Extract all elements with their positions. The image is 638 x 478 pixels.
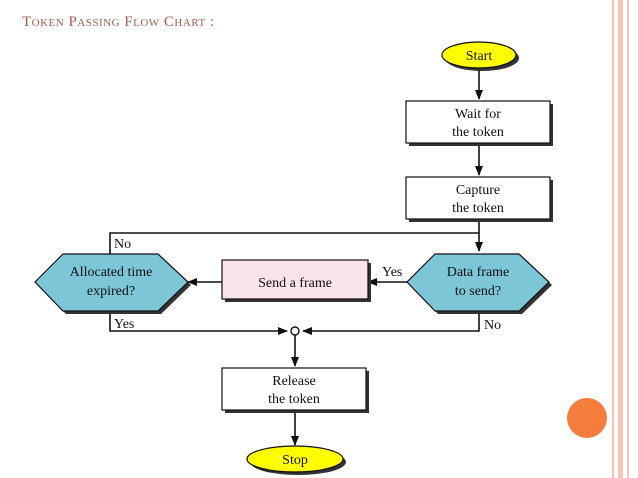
edge-label-alloc-no: No xyxy=(114,237,131,252)
decor-stripe-2 xyxy=(618,0,623,478)
alloc-label-line1: Allocated time xyxy=(70,265,153,280)
node-capture-token: Capture the token xyxy=(405,176,553,222)
node-wait-for-token: Wait for the token xyxy=(405,100,553,146)
data-label-line1: Data frame xyxy=(447,265,510,280)
wait-label-line2: the token xyxy=(452,125,504,140)
junction-node xyxy=(290,326,300,336)
release-label-line1: Release xyxy=(272,374,316,389)
edge-data-no xyxy=(302,311,480,335)
capture-label-line1: Capture xyxy=(456,183,500,198)
capture-label-line2: the token xyxy=(452,201,504,216)
decor-stripe-3 xyxy=(627,0,629,478)
accent-circle xyxy=(567,398,607,438)
edge-label-alloc-yes: Yes xyxy=(114,317,134,332)
wait-label-line1: Wait for xyxy=(455,107,501,122)
data-label-line2: to send? xyxy=(455,284,501,299)
edge-alloc-no-loop xyxy=(109,232,479,254)
slide-title: Token Passing Flow Chart : xyxy=(22,14,215,30)
alloc-label-line2: expired? xyxy=(87,284,135,299)
node-release-token: Release the token xyxy=(221,367,369,413)
edge-label-data-yes: Yes xyxy=(382,265,402,280)
connectors xyxy=(109,68,483,446)
node-stop: Stop xyxy=(246,445,346,475)
node-send-frame: Send a frame xyxy=(221,259,371,302)
edge-label-data-no: No xyxy=(484,318,501,333)
send-label: Send a frame xyxy=(258,276,332,291)
edge-alloc-yes xyxy=(109,311,288,335)
node-start: Start xyxy=(441,41,519,71)
release-label-line2: the token xyxy=(268,392,320,407)
node-allocated-time-decision: Allocated time expired? xyxy=(34,253,191,314)
start-label: Start xyxy=(466,49,493,64)
stop-label: Stop xyxy=(282,453,308,468)
node-data-frame-decision: Data frame to send? xyxy=(406,253,552,314)
decor-stripe-1 xyxy=(612,0,614,478)
